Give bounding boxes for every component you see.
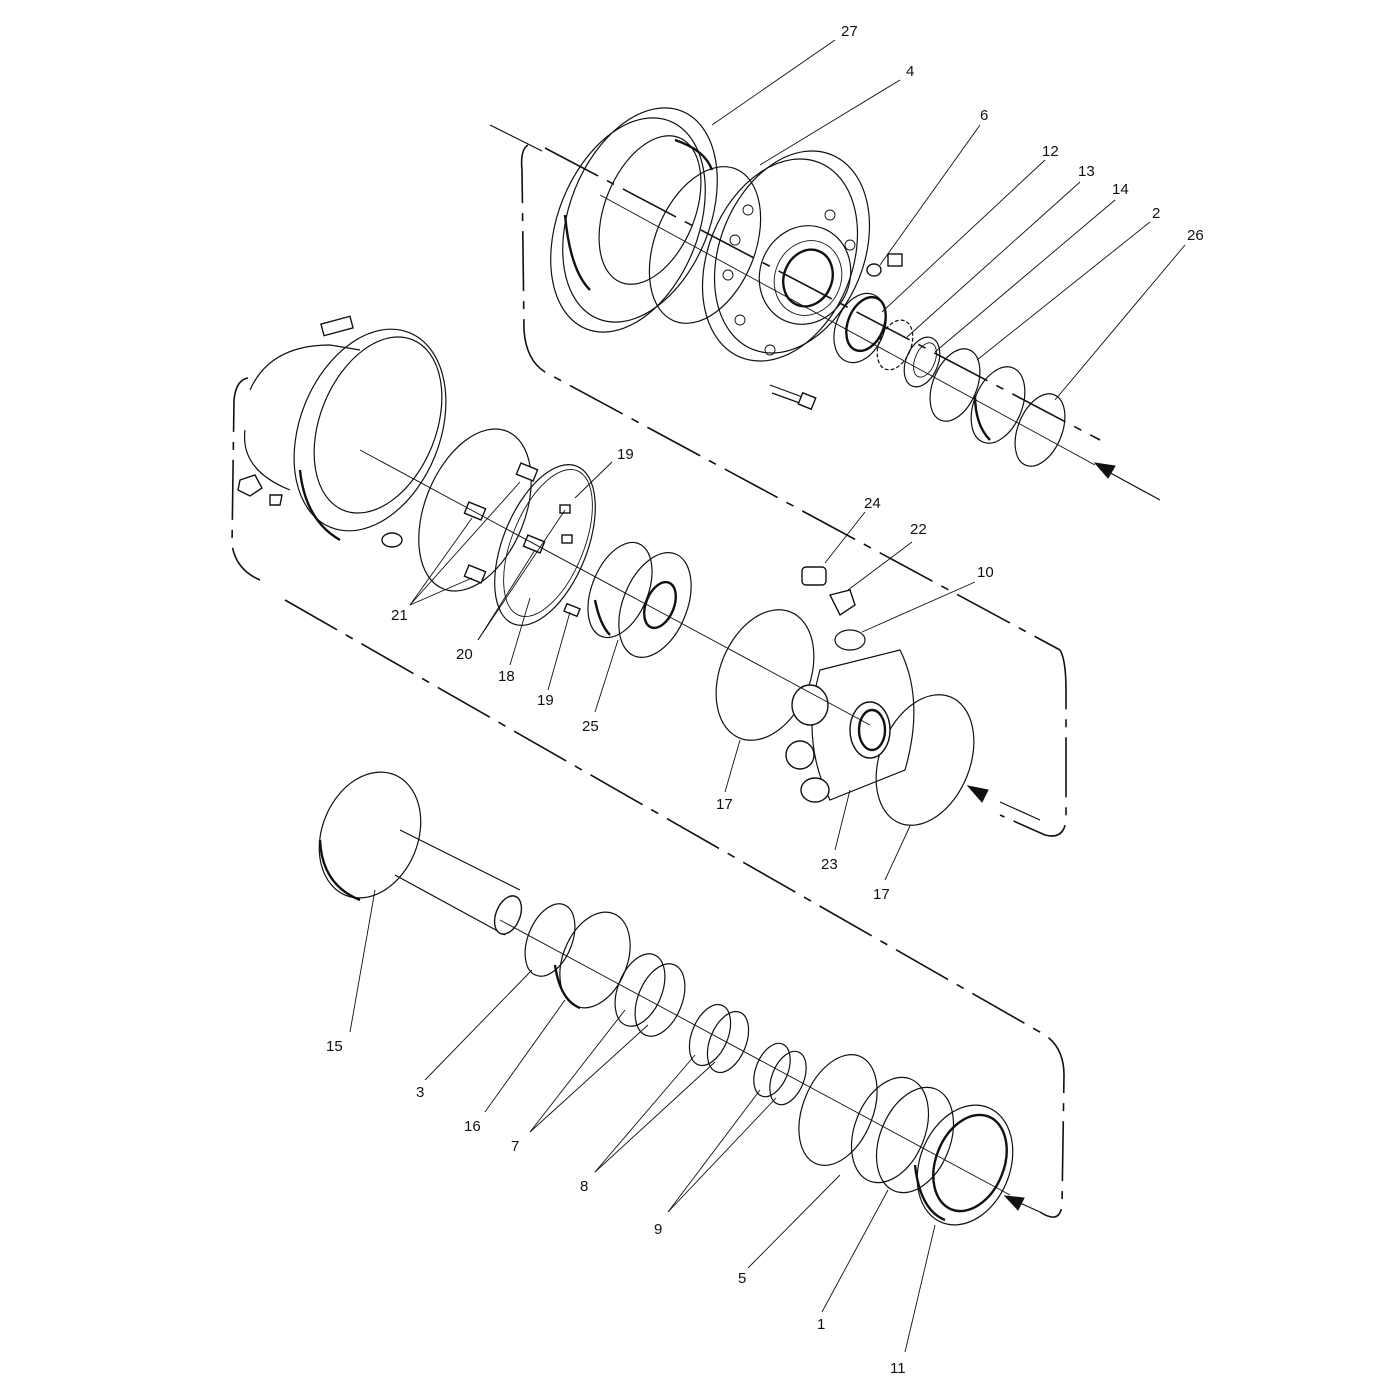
callout-18: 18 xyxy=(498,668,515,685)
bottom-shaft-assembly xyxy=(318,771,1041,1226)
nut-part-6 xyxy=(866,253,903,277)
snap-ring-part-5 xyxy=(798,1054,878,1166)
callout-19-top: 19 xyxy=(617,446,634,463)
rings-part-9 xyxy=(753,1042,807,1106)
middle-carrier-assembly xyxy=(237,315,1041,826)
callout-9: 9 xyxy=(654,1221,662,1238)
bushing-part-24 xyxy=(801,566,827,586)
studs-part-21 xyxy=(463,462,539,584)
callout-8: 8 xyxy=(580,1178,588,1195)
drum-part-25 xyxy=(587,541,692,658)
callout-3: 3 xyxy=(416,1084,424,1101)
snap-ring-part-26 xyxy=(1014,393,1066,467)
sleeve-part-1 xyxy=(850,1076,955,1194)
wheel-hub-body xyxy=(701,150,871,411)
top-hub-assembly xyxy=(550,107,1161,501)
pin-part-19 xyxy=(563,602,581,618)
housing-snap-ring xyxy=(418,428,532,592)
callout-12: 12 xyxy=(1042,143,1059,160)
bearing-part-12 xyxy=(833,292,887,364)
assembly-boundaries xyxy=(231,124,1101,1218)
bearing-part-11 xyxy=(913,1104,1014,1226)
callout-1: 1 xyxy=(817,1316,825,1333)
callout-10: 10 xyxy=(977,564,994,581)
nut-ring-part-14 xyxy=(903,336,941,388)
callout-17-right: 17 xyxy=(873,886,890,903)
callout-4: 4 xyxy=(906,63,914,80)
o-ring-part-4 xyxy=(648,166,762,324)
callout-20: 20 xyxy=(456,646,473,663)
pivot-part-22 xyxy=(828,589,856,617)
callout-11: 11 xyxy=(890,1360,906,1377)
callout-14: 14 xyxy=(1112,181,1129,198)
callout-21: 21 xyxy=(391,607,408,624)
leader-lines xyxy=(349,39,1186,1353)
callout-2: 2 xyxy=(1152,205,1160,222)
flange-ring-part-27 xyxy=(550,107,718,333)
callout-16: 16 xyxy=(464,1118,481,1135)
callout-5: 5 xyxy=(738,1270,746,1287)
ring-part-3 xyxy=(524,903,576,977)
callout-6: 6 xyxy=(980,107,988,124)
shaft-part-15 xyxy=(318,771,523,936)
callout-labels: 27 4 6 12 13 14 2 26 19 21 20 18 19 25 2… xyxy=(326,23,1204,1377)
sleeve-part-16 xyxy=(553,911,631,1010)
callout-26: 26 xyxy=(1187,227,1204,244)
callout-19-bottom: 19 xyxy=(537,692,554,709)
callout-13: 13 xyxy=(1078,163,1095,180)
callout-17-left: 17 xyxy=(716,796,733,813)
callout-24: 24 xyxy=(864,495,881,512)
axle-housing xyxy=(237,315,447,548)
callout-25: 25 xyxy=(582,718,599,735)
callout-22: 22 xyxy=(910,521,927,538)
planet-carrier-part-23 xyxy=(785,649,915,803)
seal-ring-part-2 xyxy=(929,348,981,422)
callout-15: 15 xyxy=(326,1038,343,1055)
washer-part-10 xyxy=(834,629,866,651)
rings-part-7 xyxy=(614,953,686,1037)
callout-27: 27 xyxy=(841,23,858,40)
callout-7: 7 xyxy=(511,1138,519,1155)
callout-23: 23 xyxy=(821,856,838,873)
